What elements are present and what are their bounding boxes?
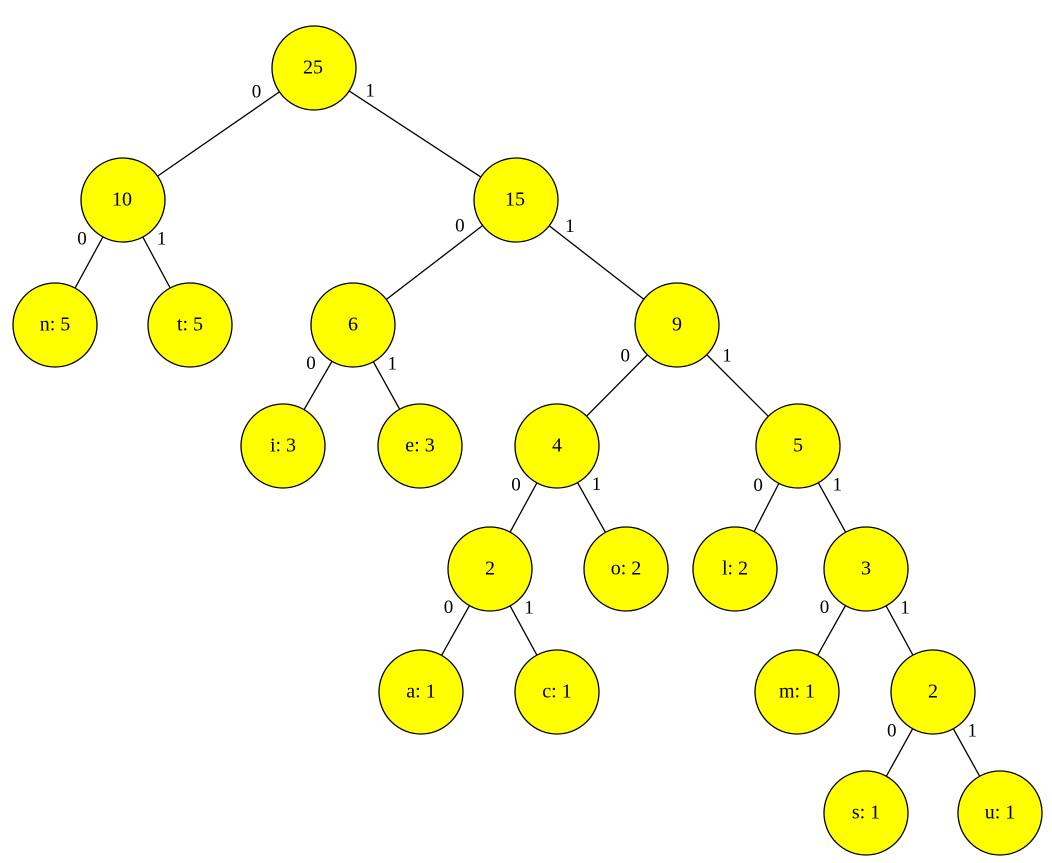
node-leaf-o: o: 2 <box>583 526 669 612</box>
node-circle <box>240 403 326 489</box>
node-label: 3 <box>861 558 871 580</box>
node-label: 9 <box>672 314 682 336</box>
node-n5: 5 <box>755 403 841 489</box>
node-leaf-n: n: 5 <box>12 282 98 368</box>
node-circle <box>271 25 357 111</box>
node-circle <box>80 157 166 243</box>
node-circle <box>473 157 559 243</box>
node-n6: 6 <box>310 282 396 368</box>
edge-bit-label: 0 <box>511 475 521 496</box>
node-circle <box>310 282 396 368</box>
node-leaf-u: u: 1 <box>957 770 1043 856</box>
node-leaf-l: l: 2 <box>692 526 778 612</box>
node-root: 25 <box>271 25 357 111</box>
node-circle <box>754 649 840 735</box>
edge-bit-label: 1 <box>157 229 167 250</box>
node-label: o: 2 <box>611 558 642 580</box>
node-circle <box>823 526 909 612</box>
edge-bit-label: 1 <box>388 353 398 374</box>
node-label: 10 <box>112 189 132 211</box>
node-circle <box>823 770 909 856</box>
edge-bit-label: 1 <box>968 720 978 741</box>
edge-bit-label: 0 <box>620 345 630 366</box>
node-label: n: 5 <box>40 314 71 336</box>
edge-bit-label: 1 <box>722 345 732 366</box>
node-circle <box>514 403 600 489</box>
node-leaf-a: a: 1 <box>378 649 464 735</box>
edge-bit-label: 1 <box>365 81 375 102</box>
edge-bit-label: 0 <box>306 353 316 374</box>
edge-bit-label: 0 <box>77 229 87 250</box>
node-label: i: 3 <box>270 435 296 457</box>
node-circle <box>634 282 720 368</box>
edge-bit-label: 0 <box>455 216 465 237</box>
node-n10: 10 <box>80 157 166 243</box>
node-label: 25 <box>303 57 323 79</box>
node-label: s: 1 <box>852 802 880 824</box>
node-circle <box>514 649 600 735</box>
node-label: 5 <box>793 435 803 457</box>
node-circle <box>692 526 778 612</box>
node-circle <box>890 649 976 735</box>
node-label: c: 1 <box>542 681 571 703</box>
node-n2b: 2 <box>890 649 976 735</box>
node-n3: 3 <box>823 526 909 612</box>
edge-bit-label: 0 <box>444 597 454 618</box>
node-circle <box>447 526 533 612</box>
node-circle <box>755 403 841 489</box>
node-label: l: 2 <box>722 558 748 580</box>
edge-bit-label: 0 <box>753 475 763 496</box>
node-leaf-i: i: 3 <box>240 403 326 489</box>
node-circle <box>378 649 464 735</box>
edge-bit-label: 1 <box>832 474 842 495</box>
edge-bit-label: 1 <box>592 474 602 495</box>
edge-bit-label: 1 <box>524 598 534 619</box>
edge-bit-label: 0 <box>820 597 830 618</box>
node-label: 6 <box>348 314 358 336</box>
node-label: e: 3 <box>405 435 434 457</box>
node-n15: 15 <box>473 157 559 243</box>
edge-bit-label: 1 <box>565 216 575 237</box>
node-label: 15 <box>505 189 525 211</box>
node-circle <box>377 403 463 489</box>
node-circle <box>12 282 98 368</box>
node-label: 4 <box>552 435 562 457</box>
node-leaf-c: c: 1 <box>514 649 600 735</box>
node-label: u: 1 <box>985 802 1016 824</box>
edge-bit-label: 0 <box>887 720 897 741</box>
edge-bit-label: 1 <box>900 598 910 619</box>
node-leaf-e: e: 3 <box>377 403 463 489</box>
node-n9: 9 <box>634 282 720 368</box>
node-n2a: 2 <box>447 526 533 612</box>
node-label: m: 1 <box>779 681 815 703</box>
node-label: 2 <box>928 681 938 703</box>
node-label: a: 1 <box>406 681 435 703</box>
node-n4: 4 <box>514 403 600 489</box>
node-circle <box>147 282 233 368</box>
node-label: 2 <box>485 558 495 580</box>
edge-bit-label: 0 <box>252 82 262 103</box>
node-leaf-s: s: 1 <box>823 770 909 856</box>
node-leaf-t: t: 5 <box>147 282 233 368</box>
node-leaf-m: m: 1 <box>754 649 840 735</box>
node-circle <box>957 770 1043 856</box>
node-circle <box>583 526 669 612</box>
node-label: t: 5 <box>177 314 203 336</box>
